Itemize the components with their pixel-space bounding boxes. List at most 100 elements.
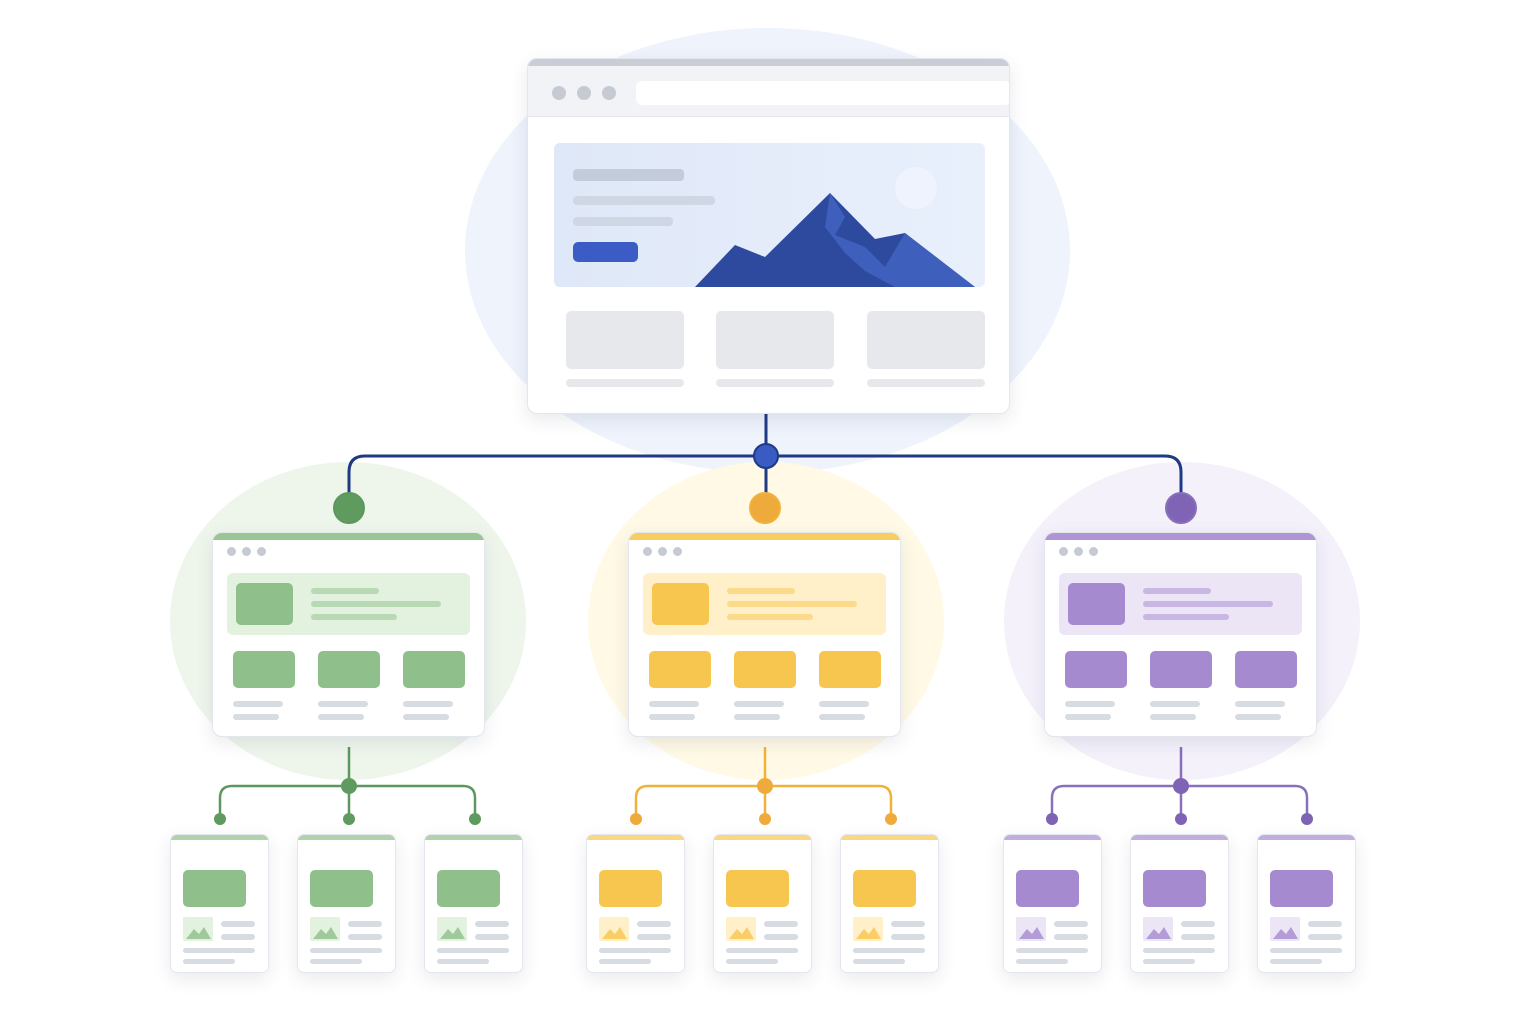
address-bar[interactable] <box>636 81 1009 105</box>
child-connector-node <box>214 813 226 825</box>
subpage-hero-block <box>437 870 500 907</box>
child-connector-node <box>885 813 897 825</box>
subpage-card[interactable] <box>1130 834 1229 973</box>
subpage-text-bar <box>1016 959 1068 964</box>
subpage-card[interactable] <box>424 834 523 973</box>
root-junction-node <box>753 443 779 469</box>
section-text-bar <box>727 588 795 594</box>
child-connector-node <box>1301 813 1313 825</box>
window-control-dot <box>643 547 652 556</box>
section-thumbnail <box>652 583 709 625</box>
child-connector-node <box>1046 813 1058 825</box>
subpage-hero-block <box>310 870 373 907</box>
subpage-hero-block <box>1143 870 1206 907</box>
window-control-dot <box>552 86 566 100</box>
card-caption-bar <box>867 379 985 387</box>
window-topbar <box>1045 533 1316 540</box>
section-page-window[interactable] <box>628 532 901 737</box>
subpage-text-bar <box>764 934 798 940</box>
card-caption-bar <box>1065 714 1111 720</box>
card-caption-bar <box>403 701 453 707</box>
section-header-band <box>1059 573 1302 635</box>
subpage-text-bar <box>891 934 925 940</box>
section-card-block <box>734 651 796 688</box>
subpage-text-bar <box>1054 934 1088 940</box>
subpage-text-bar <box>1016 948 1088 953</box>
branch-connector-node <box>333 492 365 524</box>
card-caption-bar <box>233 701 283 707</box>
section-text-bar <box>311 614 397 620</box>
window-topbar <box>528 59 1009 66</box>
subpage-text-bar <box>221 921 255 927</box>
image-thumbnail-icon <box>853 917 883 941</box>
branch-connector-node <box>1165 492 1197 524</box>
subpage-text-bar <box>853 948 925 953</box>
card-caption-bar <box>819 714 865 720</box>
child-connector-node <box>630 813 642 825</box>
window-control-dot <box>1074 547 1083 556</box>
subpage-card[interactable] <box>297 834 396 973</box>
subpage-text-bar <box>853 959 905 964</box>
section-thumbnail <box>236 583 293 625</box>
subpage-text-bar <box>183 948 255 953</box>
card-caption-bar <box>318 714 364 720</box>
subpage-text-bar <box>726 959 778 964</box>
window-control-dot <box>227 547 236 556</box>
subpage-text-bar <box>310 948 382 953</box>
section-text-bar <box>1143 588 1211 594</box>
subpage-hero-block <box>599 870 662 907</box>
section-text-bar <box>1143 614 1229 620</box>
image-thumbnail-icon <box>183 917 213 941</box>
subpage-text-bar <box>1181 921 1215 927</box>
child-connector-node <box>469 813 481 825</box>
subpage-card[interactable] <box>1257 834 1356 973</box>
section-page-window[interactable] <box>212 532 485 737</box>
subpage-text-bar <box>1181 934 1215 940</box>
card-caption-bar <box>1150 701 1200 707</box>
root-page-window[interactable] <box>527 58 1010 414</box>
card-caption-bar <box>649 701 699 707</box>
card-caption-bar <box>716 379 834 387</box>
subpage-text-bar <box>764 921 798 927</box>
card-topbar <box>1131 835 1228 840</box>
window-control-dot <box>1089 547 1098 556</box>
subpage-card[interactable] <box>170 834 269 973</box>
subpage-text-bar <box>1270 959 1322 964</box>
mountain-image-icon <box>695 193 975 287</box>
section-page-window[interactable] <box>1044 532 1317 737</box>
image-thumbnail-icon <box>310 917 340 941</box>
subpage-hero-block <box>726 870 789 907</box>
window-topbar <box>629 533 900 540</box>
card-caption-bar <box>734 714 780 720</box>
section-card-block <box>318 651 380 688</box>
subpage-text-bar <box>637 934 671 940</box>
subpage-text-bar <box>183 959 235 964</box>
subpage-text-bar <box>437 948 509 953</box>
image-thumbnail-icon <box>1143 917 1173 941</box>
card-caption-bar <box>819 701 869 707</box>
section-text-bar <box>311 601 441 607</box>
child-connector-node <box>343 813 355 825</box>
subpage-card[interactable] <box>840 834 939 973</box>
card-caption-bar <box>1235 701 1285 707</box>
child-connector-node <box>759 813 771 825</box>
section-card-block <box>1150 651 1212 688</box>
card-topbar <box>1258 835 1355 840</box>
hero-cta-button[interactable] <box>573 242 638 262</box>
subpage-card[interactable] <box>586 834 685 973</box>
child-junction-node <box>757 778 773 794</box>
hero-title-bar <box>573 169 684 181</box>
image-thumbnail-icon <box>599 917 629 941</box>
image-thumbnail-icon <box>726 917 756 941</box>
subpage-text-bar <box>310 959 362 964</box>
subpage-card[interactable] <box>713 834 812 973</box>
card-topbar <box>1004 835 1101 840</box>
subpage-card[interactable] <box>1003 834 1102 973</box>
card-caption-bar <box>1065 701 1115 707</box>
subpage-hero-block <box>1270 870 1333 907</box>
subpage-hero-block <box>1016 870 1079 907</box>
window-control-dot <box>602 86 616 100</box>
card-caption-bar <box>734 701 784 707</box>
